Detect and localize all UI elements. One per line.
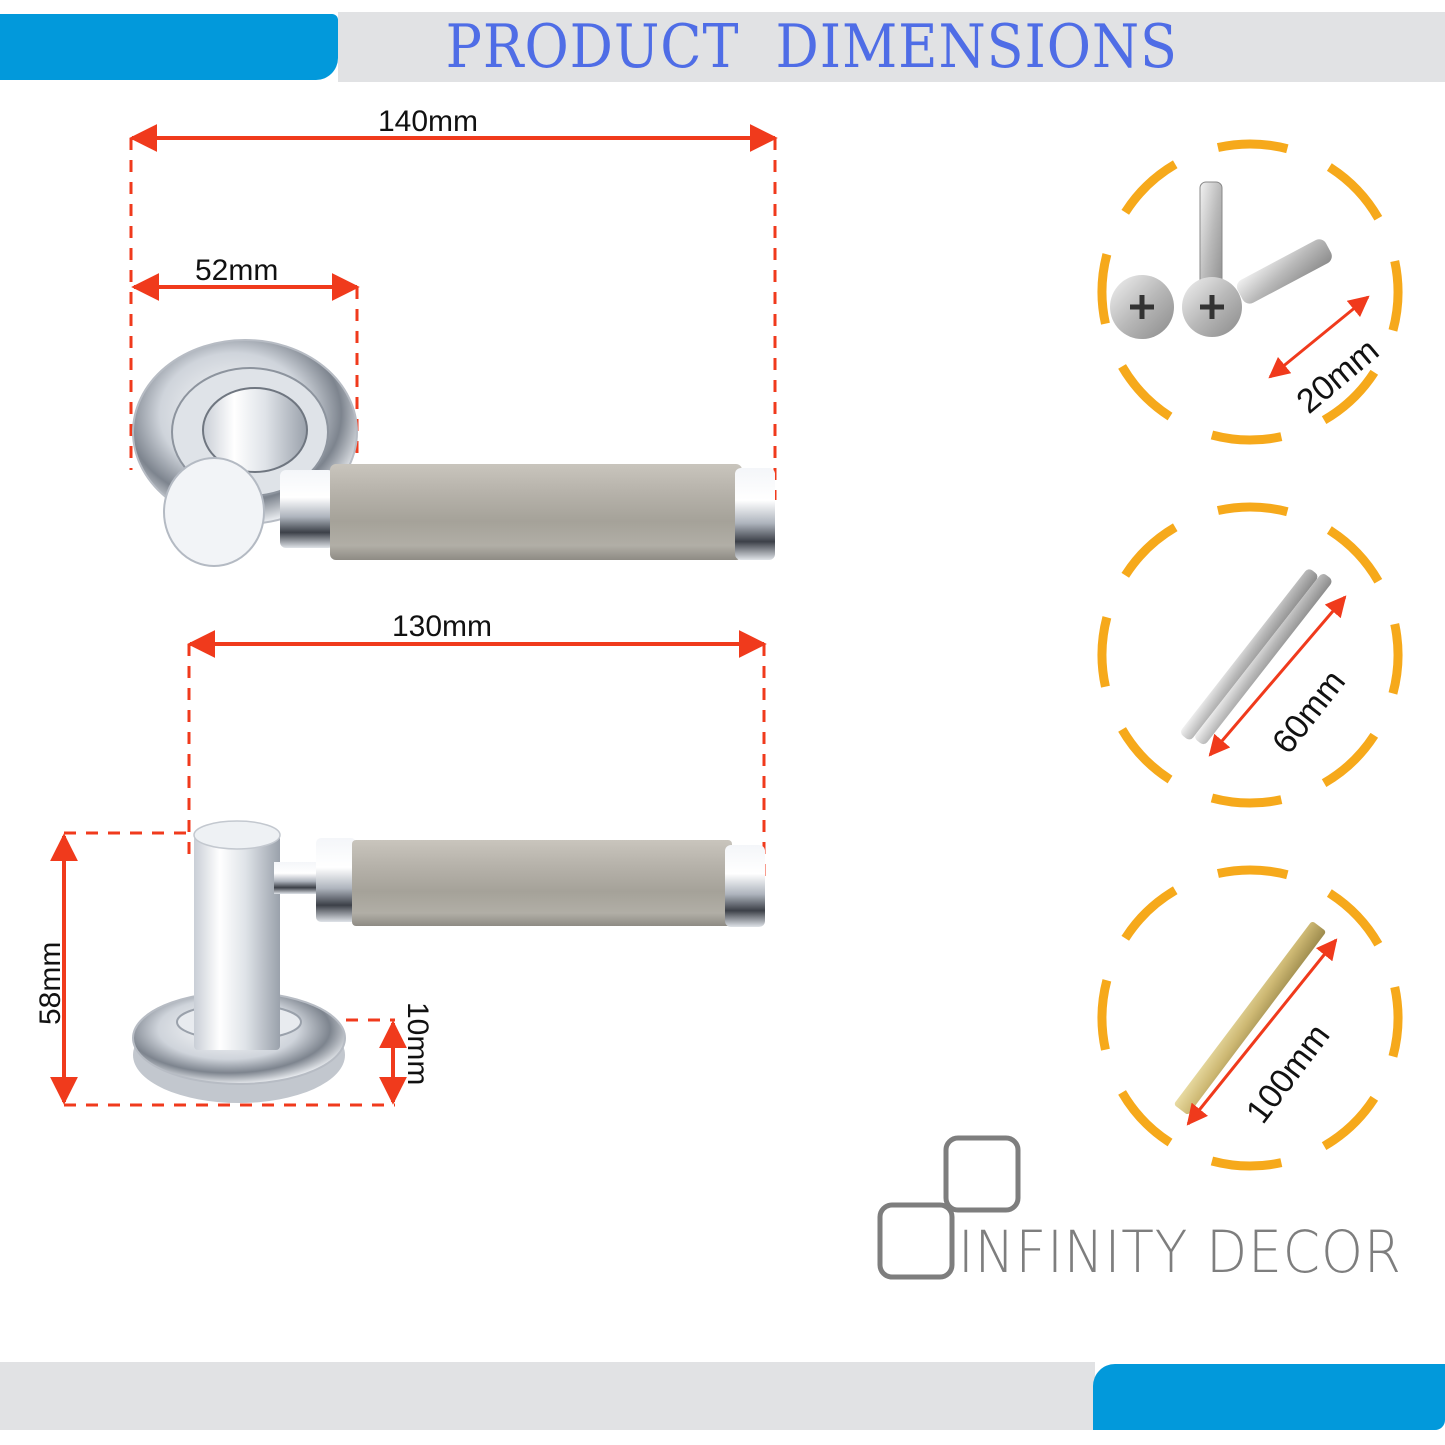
side-view-dimensions — [50, 630, 767, 1107]
accessory-spindle — [1097, 865, 1403, 1171]
lever-handle-top-view — [132, 339, 775, 567]
brand-logo-mark — [877, 1135, 1021, 1280]
dimension-label-lever-length: 130mm — [392, 610, 493, 643]
lever-handle-side-view — [132, 820, 765, 1103]
footer-bar — [0, 1362, 1095, 1430]
accessory-screws — [1097, 139, 1403, 445]
footer-accent — [1093, 1364, 1445, 1430]
brand-name: INFINITY DECOR — [958, 1218, 1402, 1286]
dimension-label-total-length: 140mm — [378, 105, 479, 138]
dimension-label-rose-diameter: 52mm — [195, 254, 279, 287]
accessory-fixing-bolts — [1097, 502, 1403, 808]
dimension-label-rose-thickness: 10mm — [401, 1002, 434, 1086]
page-title: PRODUCT DIMENSIONS — [445, 12, 1178, 82]
header-bar — [338, 12, 1445, 82]
header-accent — [0, 14, 338, 80]
header: PRODUCT DIMENSIONS — [338, 12, 1445, 82]
dimension-label-height: 58mm — [34, 941, 67, 1025]
